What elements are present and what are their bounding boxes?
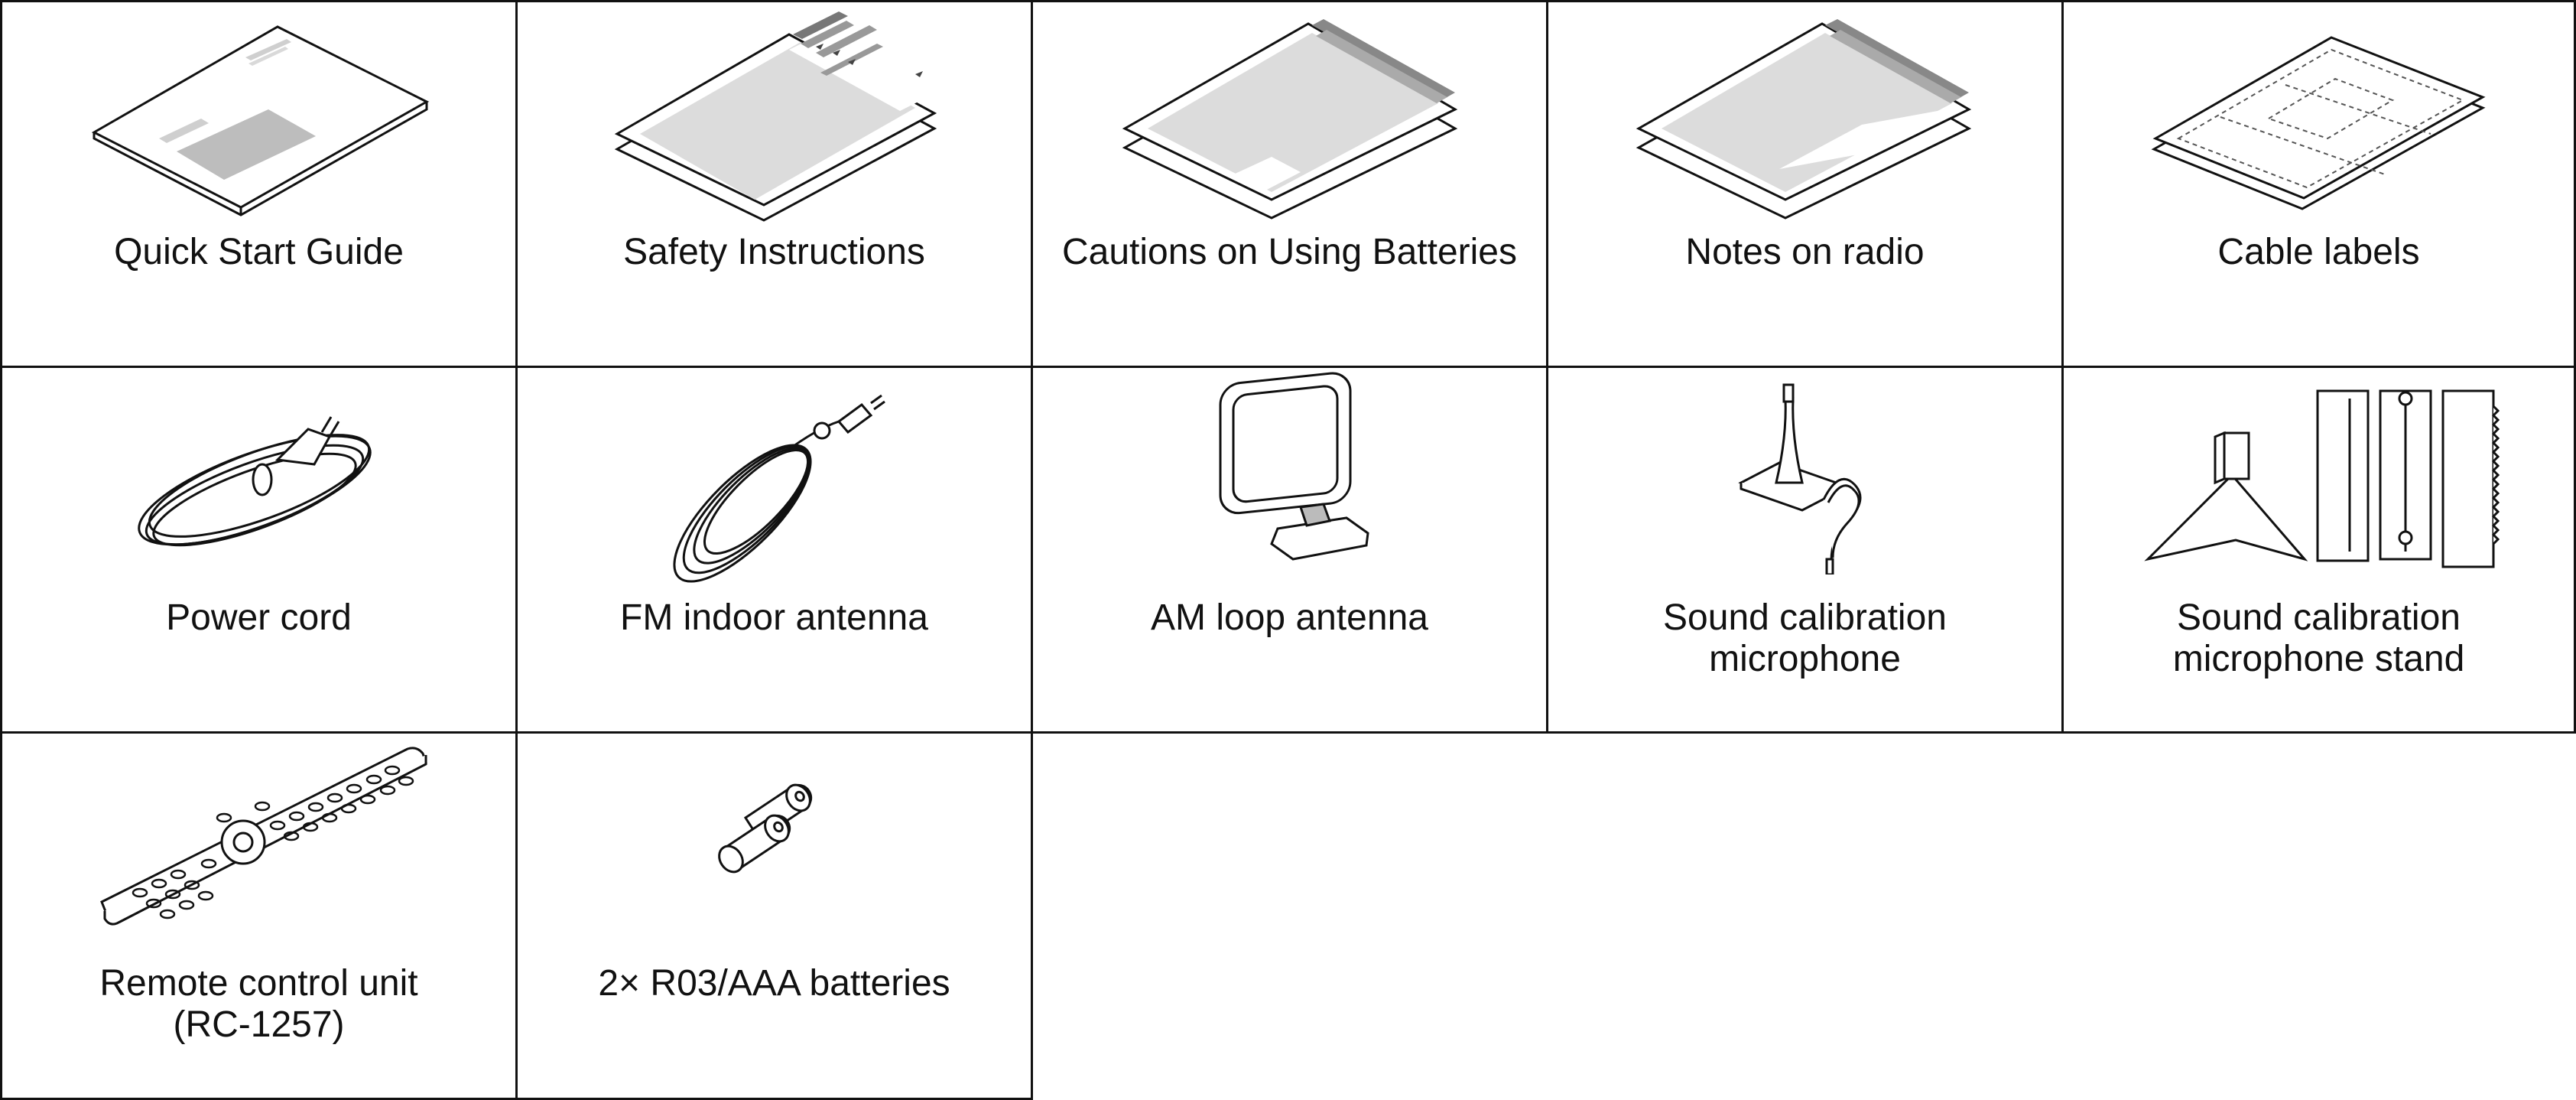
item-cautions-batteries: Cautions on Using Batteries [1031, 0, 1548, 368]
item-label: Quick Start Guide [114, 232, 404, 272]
item-label: 2× R03/AAA batteries [598, 963, 950, 1004]
item-remote-control: Remote control unit (RC-1257) [0, 731, 518, 1100]
cautions-batteries-icon [1122, 19, 1458, 220]
batteries-icon [718, 783, 813, 874]
item-safety-instructions: Safety Instructions [515, 0, 1033, 368]
item-label: Power cord [166, 597, 352, 638]
microphone-icon [1738, 383, 1862, 574]
notes-radio-icon [1636, 19, 1972, 220]
item-fm-antenna: FM indoor antenna [515, 366, 1033, 734]
item-label: FM indoor antenna [620, 597, 928, 638]
am-loop-antenna-icon [1219, 372, 1369, 561]
item-label: Cautions on Using Batteries [1062, 232, 1517, 272]
item-batteries: 2× R03/AAA batteries [515, 731, 1033, 1100]
item-label: AM loop antenna [1151, 597, 1428, 638]
item-label: Sound calibration microphone stand [2172, 597, 2465, 679]
power-cord-icon [138, 416, 372, 547]
item-microphone: Sound calibration microphone [1546, 366, 2064, 734]
cable-labels-icon [2151, 36, 2486, 210]
item-label: Safety Instructions [623, 232, 925, 272]
item-label: Notes on radio [1685, 232, 1925, 272]
item-microphone-stand: Sound calibration microphone stand [2061, 366, 2576, 734]
item-am-loop-antenna: AM loop antenna [1031, 366, 1548, 734]
item-label: Cable labels [2217, 232, 2420, 272]
fm-antenna-icon [673, 394, 885, 583]
item-cable-labels: Cable labels [2061, 0, 2576, 368]
item-quick-start-guide: Quick Start Guide [0, 0, 518, 368]
safety-instructions-icon [614, 11, 937, 222]
item-power-cord: Power cord [0, 366, 518, 734]
quick-start-guide-icon [91, 25, 430, 216]
item-label: Sound calibration microphone [1663, 597, 1947, 679]
microphone-stand-icon [2144, 389, 2500, 568]
item-label: Remote control unit (RC-1257) [99, 963, 418, 1045]
item-notes-radio: Notes on radio [1546, 0, 2064, 368]
remote-control-icon [100, 747, 427, 926]
